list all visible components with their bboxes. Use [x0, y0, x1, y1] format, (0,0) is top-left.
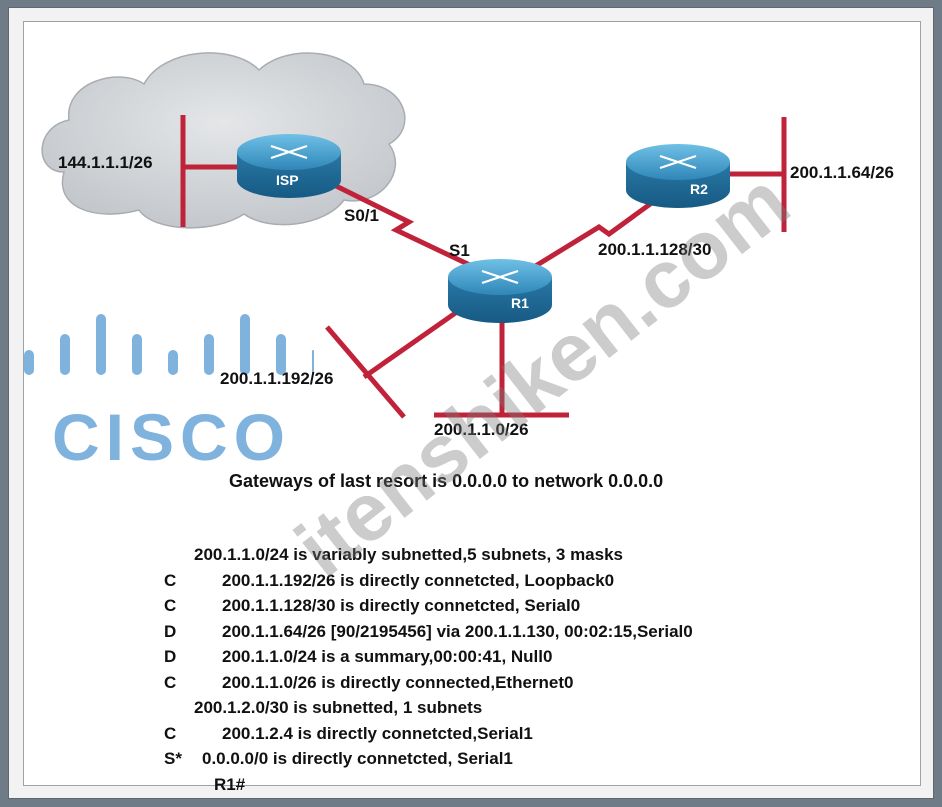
router-isp-icon — [237, 134, 341, 198]
route-code: D — [164, 621, 177, 641]
routing-table-row: C 200.1.2.4 is directly connetcted,Serial… — [164, 721, 884, 747]
r1-loopback-segment — [325, 325, 406, 419]
route-entry-text: 200.1.2.4 is directly connetcted,Serial1 — [222, 723, 533, 743]
route-entry-text: 200.1.1.0/24 is variably subnetted,5 sub… — [194, 545, 624, 564]
r2-lan-label: 200.1.1.64/26 — [790, 163, 894, 182]
routing-table-row: C 200.1.1.128/30 is directly connetcted, … — [164, 593, 884, 619]
r1-lan-label: 200.1.1.0/26 — [434, 420, 529, 439]
r1-r2-serial-link — [527, 191, 666, 273]
r1-port-label: S1 — [449, 241, 470, 260]
routing-table-row: C 200.1.1.192/26 is directly connetcted, … — [164, 568, 884, 594]
internet-cloud — [41, 52, 406, 229]
isp-lan-label: 144.1.1.1/26 — [58, 153, 153, 172]
network-diagram — [41, 52, 787, 419]
routing-table-row: R1# — [164, 772, 884, 798]
cisco-logo-text: CISCO — [52, 400, 291, 472]
route-code: C — [164, 570, 177, 590]
route-entry-text: 0.0.0.0/0 is directly connetcted, Serial… — [202, 749, 513, 768]
route-entry-text: R1# — [214, 774, 246, 794]
route-code: C — [164, 723, 177, 743]
routing-table-row: D 200.1.1.0/24 is a summary,00:00:41, Nul… — [164, 644, 884, 670]
router-r1-icon — [448, 259, 552, 323]
routing-table-row: S* 0.0.0.0/0 is directly connetcted, Seri… — [164, 746, 884, 772]
routing-table: 200.1.1.0/24 is variably subnetted,5 sub… — [164, 542, 884, 797]
isp-r1-serial-link — [322, 177, 476, 270]
routing-table-row: 200.1.2.0/30 is subnetted, 1 subnets — [164, 695, 884, 721]
route-code: C — [164, 672, 177, 692]
router-r2-label: R2 — [690, 181, 708, 197]
route-entry-text: 200.1.1.0/26 is directly connected,Ether… — [222, 672, 574, 692]
route-entry-text: 200.1.1.192/26 is directly connetcted, L… — [222, 570, 615, 590]
route-entry-text: 200.1.1.64/26 [90/2195456] via 200.1.1.1… — [222, 621, 693, 641]
isp-port-label: S0/1 — [344, 206, 379, 225]
routing-table-row: 200.1.1.0/24 is variably subnetted,5 sub… — [164, 542, 884, 568]
router-r1-label: R1 — [511, 295, 529, 311]
route-entry-text: 200.1.1.128/30 is directly connetcted, S… — [222, 596, 581, 615]
r1-loopback-label: 200.1.1.192/26 — [220, 369, 334, 388]
route-entry-text: 200.1.1.0/24 is a summary,00:00:41, Null… — [222, 647, 553, 666]
routing-table-row: C 200.1.1.0/26 is directly connected,Ethe… — [164, 670, 884, 696]
gateway-of-last-resort: Gateways of last resort is 0.0.0.0 to ne… — [229, 471, 664, 491]
router-isp-label: ISP — [276, 172, 299, 188]
router-r2-icon — [626, 144, 730, 208]
r1-r2-link-label: 200.1.1.128/30 — [598, 240, 712, 259]
route-code: S* — [164, 749, 182, 768]
r1-loopback-link — [362, 304, 466, 380]
cisco-logo: CISCO — [24, 314, 314, 472]
route-entry-text: 200.1.2.0/30 is subnetted, 1 subnets — [194, 698, 483, 717]
routing-table-row: D 200.1.1.64/26 [90/2195456] via 200.1.1.… — [164, 619, 884, 645]
route-code: D — [164, 647, 177, 666]
image-frame: CISCO ISP R2 R1 144.1.1.1/26 S0/1 S1 200… — [8, 7, 934, 799]
route-code: C — [164, 596, 177, 615]
diagram-panel: CISCO ISP R2 R1 144.1.1.1/26 S0/1 S1 200… — [23, 21, 921, 794]
